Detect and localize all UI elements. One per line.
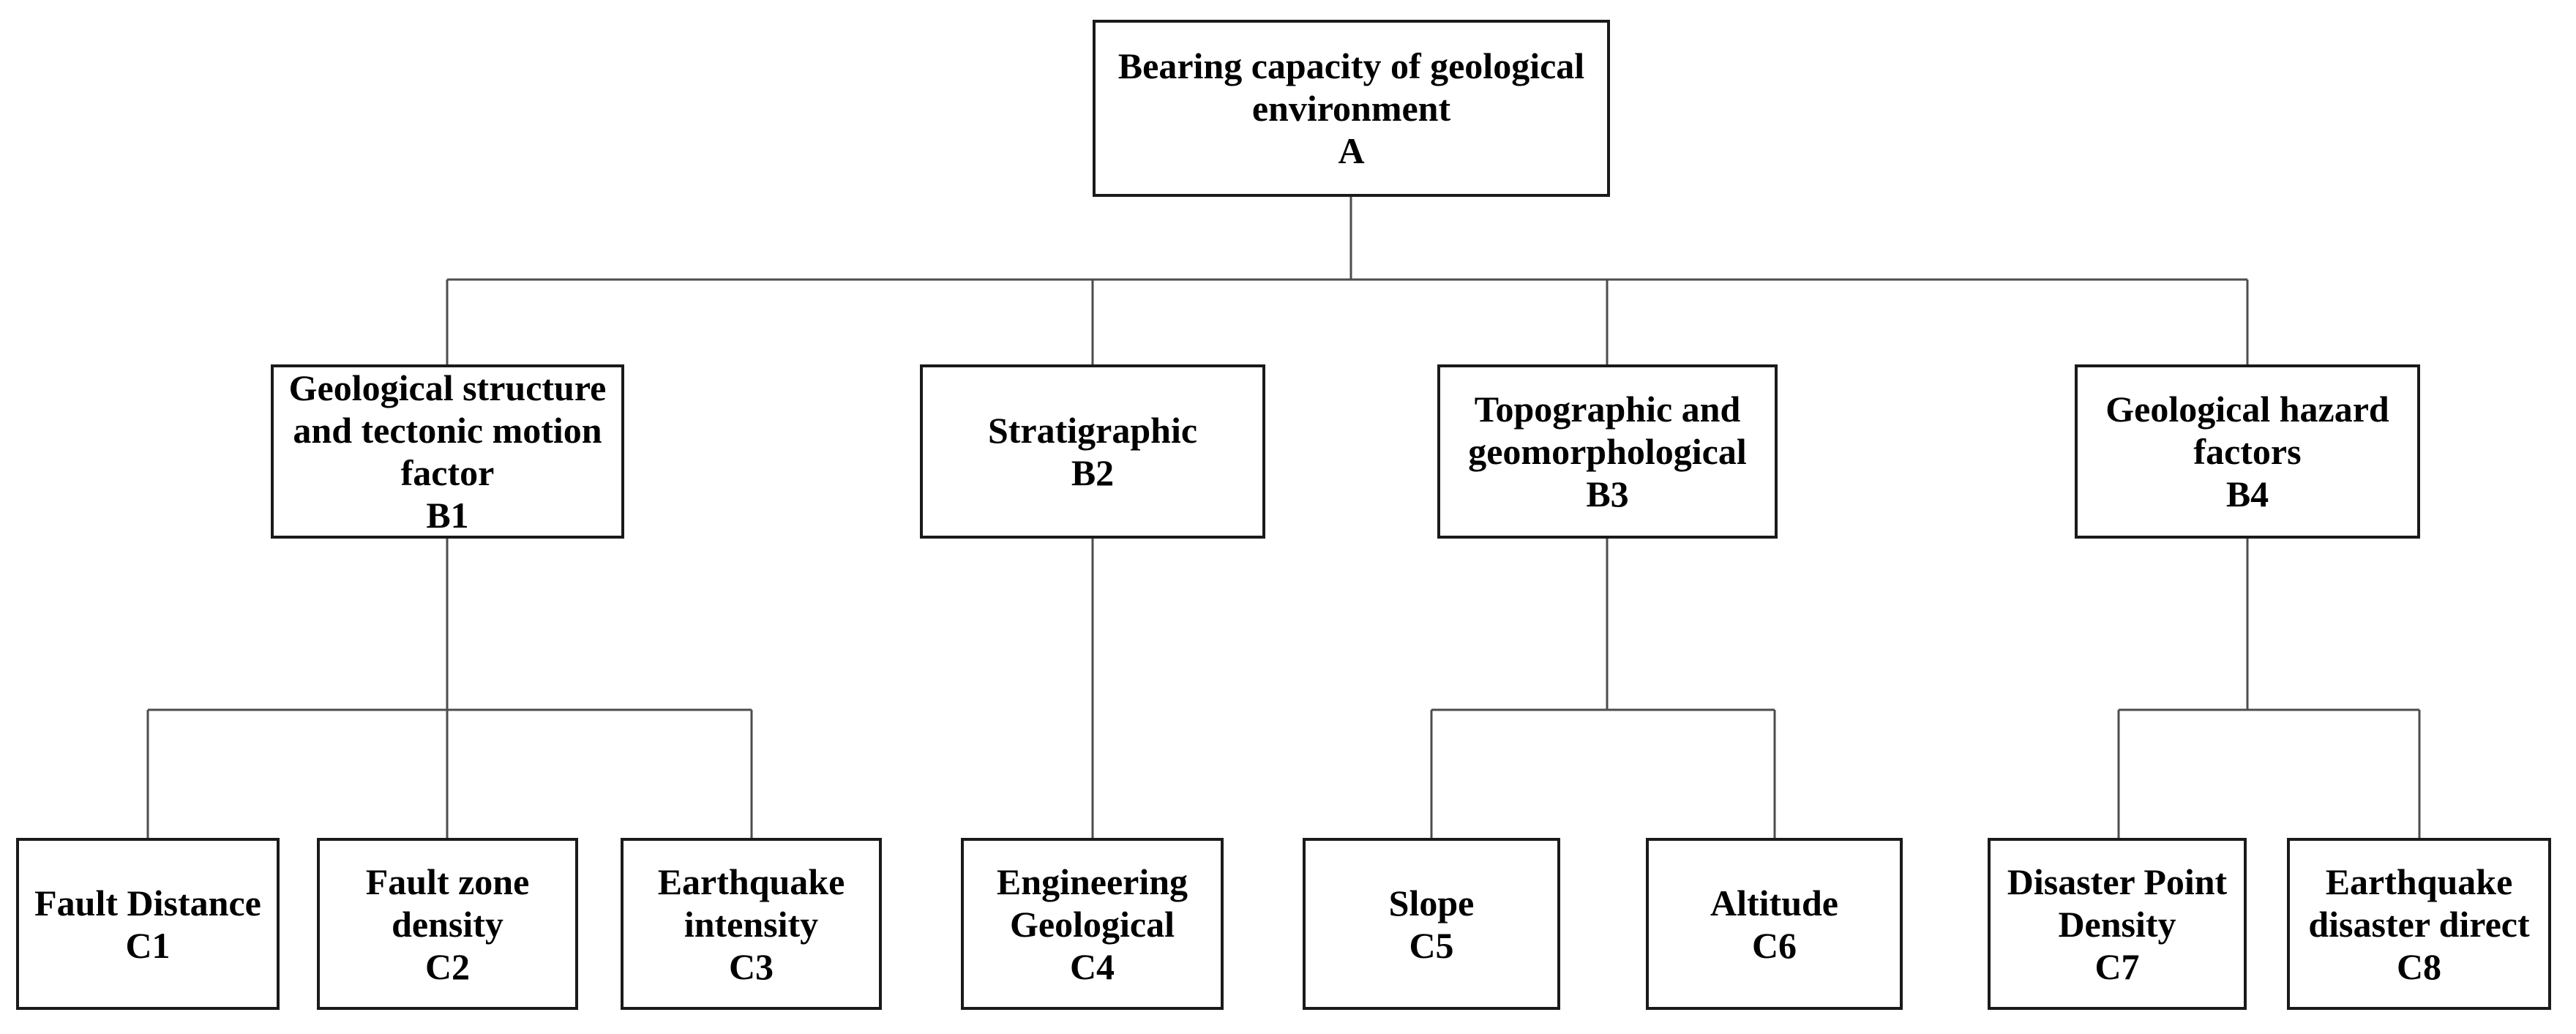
node-code: C1 bbox=[125, 924, 171, 966]
node-label: Fault zone density bbox=[365, 861, 530, 945]
node-code: C2 bbox=[424, 945, 471, 987]
node-c7-disaster-point-density: Disaster Point Density C7 bbox=[1988, 838, 2247, 1010]
node-code: B2 bbox=[1071, 452, 1115, 493]
node-label: Topographic and geomorphological bbox=[1468, 389, 1747, 472]
node-code: C8 bbox=[2396, 945, 2442, 987]
node-label: Fault Distance bbox=[34, 882, 261, 924]
node-a-bearing-capacity: Bearing capacity of geological environme… bbox=[1093, 20, 1610, 197]
node-code: C6 bbox=[1751, 924, 1797, 966]
node-c3-earthquake-intensity: Earthquake intensity C3 bbox=[621, 838, 882, 1010]
node-c1-fault-distance: Fault Distance C1 bbox=[16, 838, 280, 1010]
node-c6-altitude: Altitude C6 bbox=[1646, 838, 1903, 1010]
node-b3-topographic-geomorphological: Topographic and geomorphological B3 bbox=[1437, 364, 1778, 539]
node-label: Earthquake disaster direct bbox=[2308, 861, 2530, 945]
node-b1-geological-structure: Geological structure and tectonic motion… bbox=[271, 364, 624, 539]
node-code: C7 bbox=[2094, 945, 2140, 987]
node-label: Geological structure and tectonic motion… bbox=[288, 367, 607, 493]
node-label: Geological hazard factors bbox=[2105, 389, 2389, 472]
node-label: Stratigraphic bbox=[987, 410, 1198, 451]
node-c5-slope: Slope C5 bbox=[1303, 838, 1560, 1010]
node-label: Engineering Geological bbox=[996, 861, 1188, 945]
node-label: Altitude bbox=[1710, 882, 1838, 924]
node-label: Disaster Point Density bbox=[2007, 861, 2228, 945]
node-code: B3 bbox=[1586, 473, 1629, 514]
node-code: C3 bbox=[728, 945, 774, 987]
node-c2-fault-zone-density: Fault zone density C2 bbox=[317, 838, 578, 1010]
node-code: B4 bbox=[2225, 473, 2269, 514]
node-code: A bbox=[1338, 130, 1365, 171]
node-code: B1 bbox=[426, 495, 469, 536]
node-b2-stratigraphic: Stratigraphic B2 bbox=[920, 364, 1265, 539]
node-c4-engineering-geological: Engineering Geological C4 bbox=[961, 838, 1224, 1010]
node-code: C5 bbox=[1409, 924, 1454, 966]
node-c8-earthquake-disaster-direct: Earthquake disaster direct C8 bbox=[2287, 838, 2551, 1010]
node-code: C4 bbox=[1069, 945, 1115, 987]
node-b4-geological-hazard: Geological hazard factors B4 bbox=[2075, 364, 2420, 539]
node-label: Bearing capacity of geological environme… bbox=[1117, 45, 1585, 129]
node-label: Earthquake intensity bbox=[657, 861, 845, 945]
node-label: Slope bbox=[1388, 882, 1475, 924]
